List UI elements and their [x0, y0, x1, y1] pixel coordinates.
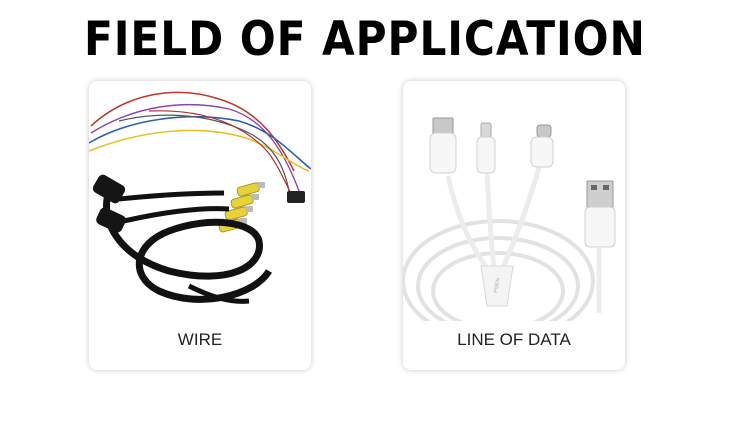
data-line-card: PISEN LINE OF DATA	[403, 81, 625, 370]
wire-harness-image	[89, 91, 311, 304]
wire-card: WIRE	[89, 81, 311, 370]
wire-label: WIRE	[177, 330, 223, 349]
page-title: FIELD OF APPLICATION	[84, 12, 646, 67]
usb-data-cable-image: PISEN	[403, 117, 616, 321]
line-of-data-label: LINE OF DATA	[457, 330, 571, 349]
cable-brand-text: PISEN	[493, 277, 502, 293]
